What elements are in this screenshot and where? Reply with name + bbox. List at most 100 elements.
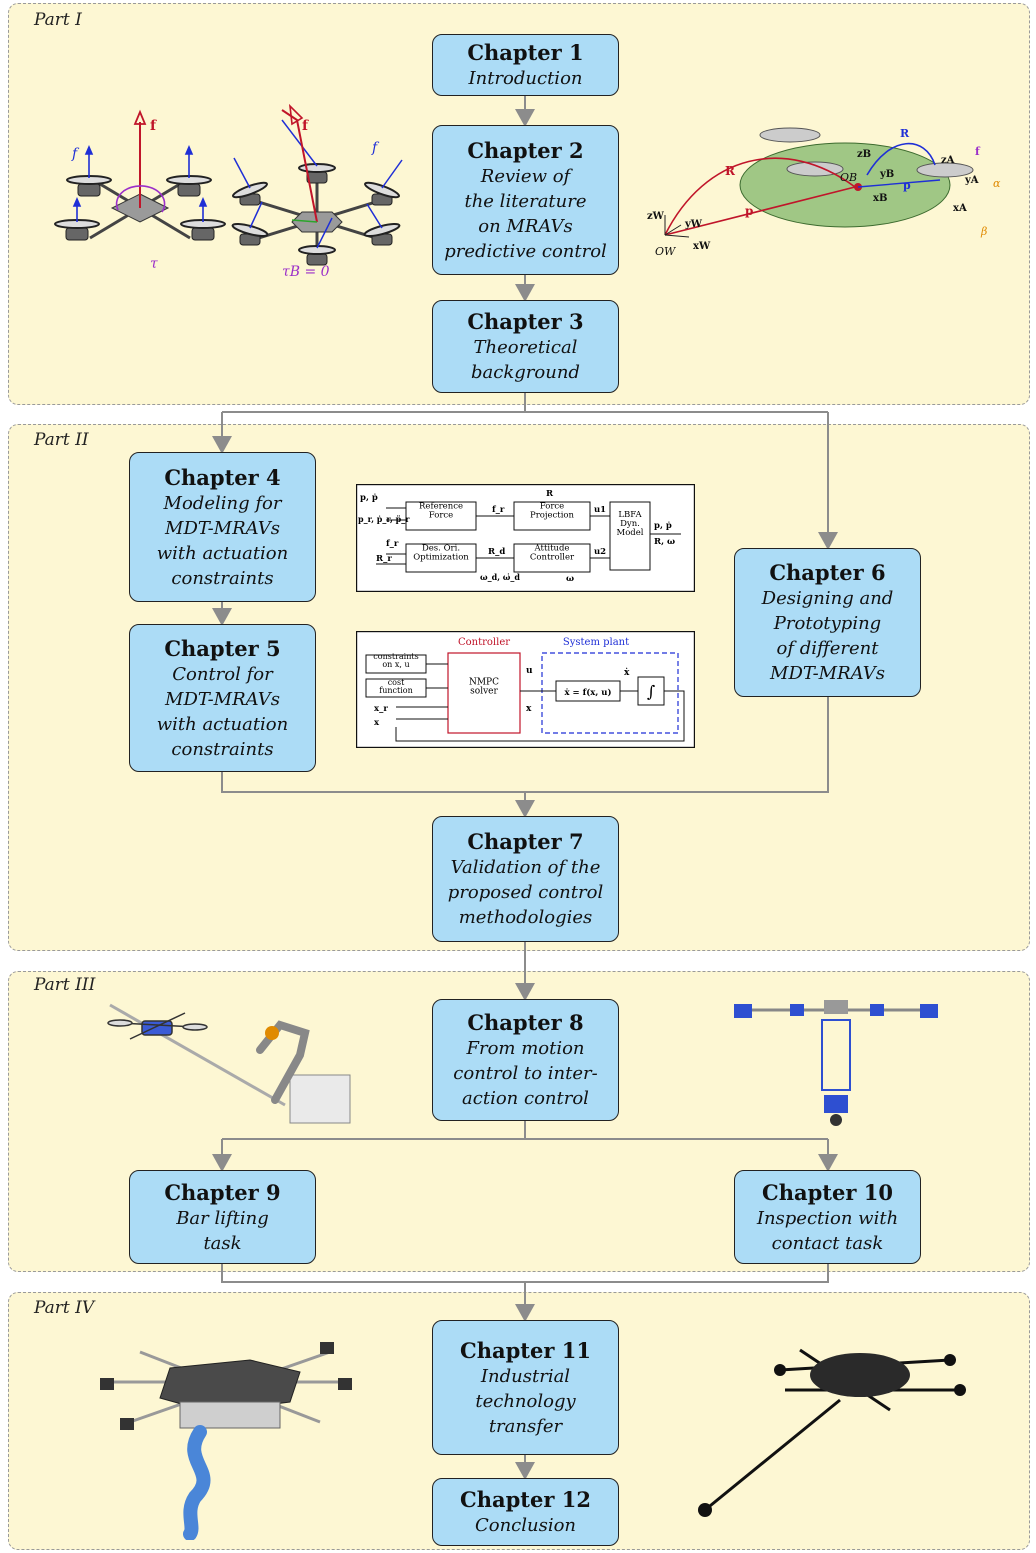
chapter-title: Validation of the proposed control metho… bbox=[447, 857, 604, 928]
chapter-number: Chapter 11 bbox=[460, 1337, 591, 1363]
bd1-signal-u2: u2 bbox=[594, 547, 606, 557]
rotor-force-label: f bbox=[71, 146, 80, 162]
bd1-signal-u1: u1 bbox=[594, 505, 606, 515]
bd1-input-p: p, ṗ bbox=[360, 492, 378, 503]
bd1-input-Rr: R_r bbox=[376, 554, 392, 564]
bd1-input-pr: p_r, ṗ_r, p̈_r bbox=[358, 514, 410, 524]
chapter-6-box[interactable]: Chapter 6 Designing and Prototyping of d… bbox=[734, 548, 921, 697]
bar-lifting-illustration bbox=[107, 1003, 351, 1124]
chapter-11-box[interactable]: Chapter 11 Industrial technology transfe… bbox=[432, 1320, 619, 1455]
frame-yB-label: yB bbox=[879, 169, 894, 180]
frame-beta-label: β bbox=[980, 225, 987, 238]
chapter-7-box[interactable]: Chapter 7 Validation of the proposed con… bbox=[432, 816, 619, 942]
bd1-output-p: p, ṗ bbox=[654, 520, 672, 531]
chapter-title: Bar lifting task bbox=[176, 1207, 269, 1254]
rotor-force-label: f bbox=[371, 140, 380, 156]
bd1-signal-R: R bbox=[546, 489, 554, 499]
chapter-title: Conclusion bbox=[474, 1515, 577, 1536]
chapter-5-box[interactable]: Chapter 5 Control for MDT-MRAVs with act… bbox=[129, 624, 316, 772]
frames-illustration: R p OB OW zW yW xW zB yB xB R p zA yA xA… bbox=[647, 127, 1001, 258]
plant-label: System plant bbox=[563, 637, 629, 648]
bd1-signal-Rd: R_d bbox=[488, 547, 505, 557]
frame-alpha-label: α bbox=[993, 177, 1001, 190]
chapter-number: Chapter 10 bbox=[762, 1179, 893, 1205]
chapter-number: Chapter 1 bbox=[467, 40, 584, 65]
part-2-label: Part II bbox=[34, 430, 89, 450]
part-3-label: Part III bbox=[34, 975, 96, 995]
chapter-number: Chapter 9 bbox=[164, 1179, 281, 1205]
chapter-title: Modeling for MDT-MRAVs with actuation co… bbox=[156, 492, 289, 589]
block-des-ori: Des. Ori.Optimization bbox=[413, 544, 469, 563]
chapter-title: From motion control to inter- action con… bbox=[453, 1038, 598, 1109]
torque-zero-label: τB = 0 bbox=[282, 264, 330, 280]
chapter-title: Review of the literature on MRAVs predic… bbox=[444, 165, 607, 262]
bd1-signal-omega: ω bbox=[566, 574, 574, 584]
chapter-number: Chapter 4 bbox=[164, 464, 281, 490]
bd1-signal-fr: f_r bbox=[492, 505, 505, 515]
bd2-signal-xdot: ẋ bbox=[624, 667, 630, 678]
chapter-title: Designing and Prototyping of different M… bbox=[761, 588, 894, 684]
chapter-1-box[interactable]: Chapter 1 Introduction bbox=[432, 34, 619, 96]
line-part3-merge bbox=[221, 1264, 829, 1283]
bd2-input-x: x bbox=[374, 718, 380, 728]
chapter-8-box[interactable]: Chapter 8 From motion control to inter- … bbox=[432, 999, 619, 1121]
chapter-12-box[interactable]: Chapter 12 Conclusion bbox=[432, 1478, 619, 1546]
chapter-2-box[interactable]: Chapter 2 Review of the literature on MR… bbox=[432, 125, 619, 275]
frame-p-label: p bbox=[745, 204, 753, 218]
chapter-number: Chapter 5 bbox=[164, 635, 281, 661]
chapter-number: Chapter 6 bbox=[769, 560, 886, 585]
controller-label: Controller bbox=[458, 637, 510, 648]
torque-label: τ bbox=[150, 256, 158, 272]
chapter-number: Chapter 3 bbox=[467, 309, 584, 334]
force-label: f bbox=[150, 118, 157, 134]
frame-yA-label: yA bbox=[964, 175, 979, 186]
inspection-drone-illustration bbox=[734, 1000, 938, 1126]
bd1-input-fr: f_r bbox=[386, 539, 399, 549]
hexarotor-illustration: f f τB = 0 bbox=[231, 103, 403, 280]
bd1-output-R: R, ω bbox=[654, 537, 675, 547]
part-1-label: Part I bbox=[34, 10, 82, 30]
frame-xA-label: xA bbox=[953, 203, 967, 214]
chapter-number: Chapter 2 bbox=[467, 137, 584, 163]
frame-fA-label: f bbox=[975, 145, 981, 158]
chapter-title: Introduction bbox=[468, 68, 583, 89]
force-label: f bbox=[302, 118, 309, 134]
chapter-number: Chapter 12 bbox=[460, 1487, 591, 1512]
industrial-platform-illustration bbox=[100, 1342, 352, 1540]
chapter-10-box[interactable]: Chapter 10 Inspection with contact task bbox=[734, 1170, 921, 1264]
bd2-signal-x: x bbox=[526, 704, 532, 714]
bd2-input-xr: x_r bbox=[374, 704, 388, 714]
bd1-signal-omega-d: ω_d, ω̇_d bbox=[480, 572, 520, 582]
frame-zB-label: zB bbox=[857, 149, 871, 160]
frame-RAB-label: R bbox=[900, 127, 910, 140]
chapter-4-box[interactable]: Chapter 4 Modeling for MDT-MRAVs with ac… bbox=[129, 452, 316, 602]
integrator-symbol: ∫ bbox=[647, 682, 655, 701]
frame-zA-label: zA bbox=[941, 155, 955, 166]
frame-yW-label: yW bbox=[684, 219, 703, 230]
plant-equation: ẋ = f(x, u) bbox=[565, 687, 612, 698]
frame-xW-label: xW bbox=[693, 241, 711, 252]
part-4-label: Part IV bbox=[34, 1298, 95, 1318]
frame-xB-label: xB bbox=[873, 193, 887, 204]
chapter-title: Theoretical background bbox=[471, 337, 580, 383]
chapter-title: Inspection with contact task bbox=[756, 1207, 899, 1254]
chapter-3-box[interactable]: Chapter 3 Theoretical background bbox=[432, 300, 619, 393]
chapter-9-box[interactable]: Chapter 9 Bar lifting task bbox=[129, 1170, 316, 1264]
bd2-signal-u: u bbox=[526, 666, 533, 676]
chapter-number: Chapter 8 bbox=[467, 1010, 584, 1035]
industrial-drone-illustration bbox=[698, 1348, 966, 1517]
chapter-title: Control for MDT-MRAVs with actuation con… bbox=[156, 663, 289, 760]
frame-R-label: R bbox=[725, 164, 736, 178]
frame-pAB-label: p bbox=[903, 179, 911, 192]
frame-OW-label: OW bbox=[655, 245, 677, 258]
